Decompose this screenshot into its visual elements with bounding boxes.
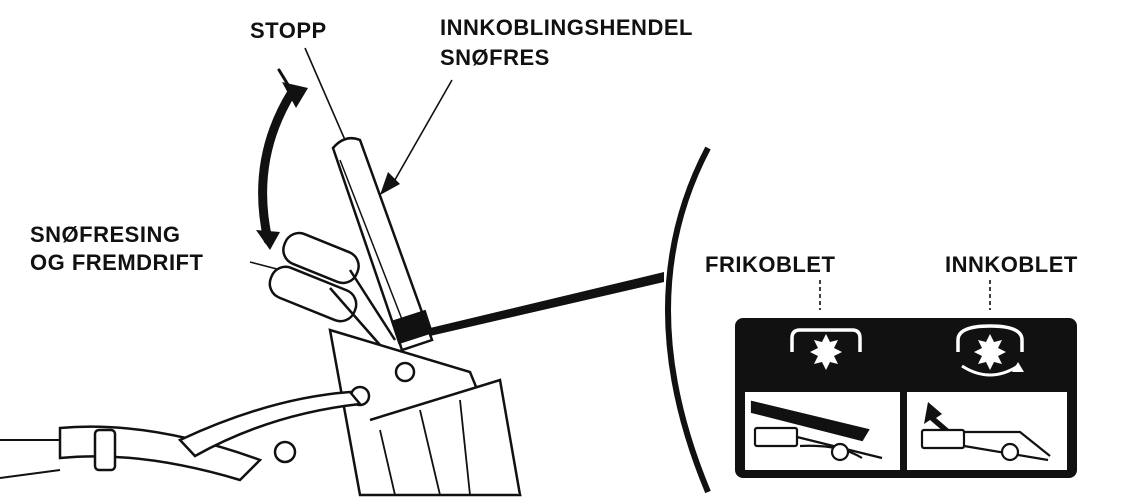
rotation-arrow (256, 68, 308, 250)
drive-label-line1: SNØFRESING (30, 222, 181, 247)
engagement-lever (331, 137, 434, 352)
drive-grips (268, 231, 397, 346)
stop-label: STOPP (250, 18, 327, 43)
decal-panel (735, 318, 1077, 478)
engaged-label: INNKOBLET (945, 252, 1078, 277)
handlebar (0, 390, 363, 482)
auger-disengaged-icon (790, 328, 862, 370)
console-body (328, 328, 522, 497)
lever-position-engaged (920, 402, 1051, 462)
auger-engaged-icon (956, 324, 1024, 377)
lever-label-line2: SNØFRES (440, 45, 550, 70)
drive-label-line2: OG FREMDRIFT (30, 250, 204, 275)
disengaged-label: FRIKOBLET (705, 252, 836, 277)
lever-arrowhead (380, 172, 400, 195)
zoom-connector (430, 272, 664, 336)
lever-position-disengaged (750, 400, 883, 462)
zoom-bracket (665, 146, 711, 494)
lever-label-line1: INNKOBLINGSHENDEL (440, 15, 693, 40)
